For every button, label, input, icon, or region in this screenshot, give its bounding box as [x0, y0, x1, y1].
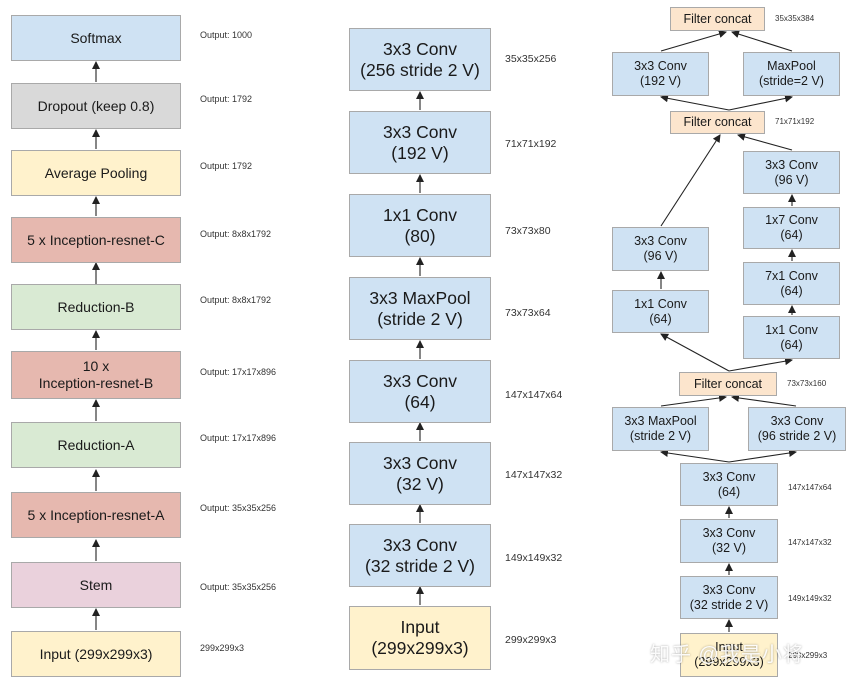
output-label: 73x73x64	[505, 307, 551, 319]
arrow	[660, 449, 730, 463]
reduction-a-block: Reduction-A	[11, 422, 181, 468]
left-branch-conv-96: 3x3 Conv (96 V)	[612, 227, 709, 271]
right-branch-conv-1x1: 1x1 Conv (64)	[743, 316, 840, 359]
arrow	[731, 394, 797, 407]
output-label: Output: 8x8x1792	[200, 295, 272, 305]
output-label: Output: 35x35x256	[200, 582, 277, 592]
left-branch-conv-64: 1x1 Conv (64)	[612, 290, 709, 333]
conv-block: 3x3 Conv (192 V)	[349, 111, 491, 174]
output-label: Output: 1792	[200, 94, 253, 104]
softmax-block: Softmax	[11, 15, 181, 61]
arrow	[660, 94, 730, 111]
stem-conv-32: 3x3 Conv (32 V)	[680, 519, 778, 563]
arrow	[737, 133, 793, 151]
conv-block: 3x3 Conv (32 stride 2 V)	[349, 524, 491, 587]
maxpool-block: 3x3 MaxPool (stride 2 V)	[349, 277, 491, 340]
arrow	[660, 134, 721, 227]
arrow	[728, 94, 793, 111]
output-label: 71x71x192	[775, 117, 815, 126]
output-label: Output: 8x8x1792	[200, 229, 272, 239]
conv-block: 3x3 Conv (64)	[349, 360, 491, 423]
watermark: 知乎 @我是小将	[650, 644, 804, 666]
stem-conv-32-stride: 3x3 Conv (32 stride 2 V)	[680, 576, 778, 619]
output-label: Output: 35x35x256	[200, 503, 277, 513]
maxpool-low-block: 3x3 MaxPool (stride 2 V)	[612, 407, 709, 451]
arrow	[660, 333, 730, 372]
conv-192-block: 3x3 Conv (192 V)	[612, 52, 709, 96]
stem-input: Input (299x299x3)	[680, 633, 778, 677]
conv-96-stride-block: 3x3 Conv (96 stride 2 V)	[748, 407, 846, 451]
maxpool-top-block: MaxPool (stride=2 V)	[743, 52, 840, 96]
input-block: Input (299x299x3)	[11, 631, 181, 677]
output-label: 149x149x32	[505, 552, 563, 564]
conv-block: 1x1 Conv (80)	[349, 194, 491, 257]
right-branch-conv-96: 3x3 Conv (96 V)	[743, 151, 840, 194]
arrow	[728, 357, 793, 372]
filter-concat-mid: Filter concat	[670, 111, 765, 134]
output-label: 147x147x32	[505, 469, 563, 481]
conv-block: 3x3 Conv (256 stride 2 V)	[349, 28, 491, 91]
filter-concat-top: Filter concat	[670, 7, 765, 31]
inception-resnet-c-block: 5 x Inception-resnet-C	[11, 217, 181, 263]
right-branch-conv-1x7: 1x7 Conv (64)	[743, 207, 840, 249]
output-label: 71x71x192	[505, 138, 557, 150]
average-pooling-block: Average Pooling	[11, 150, 181, 196]
output-label: 299x299x3	[505, 634, 557, 646]
arrow	[731, 30, 793, 52]
arrow	[660, 30, 727, 52]
output-label: 73x73x160	[787, 379, 827, 388]
inception-resnet-b-block: 10 x Inception-resnet-B	[11, 351, 181, 399]
arrow	[728, 449, 797, 463]
output-label: 147x147x32	[788, 538, 832, 547]
right-branch-conv-7x1: 7x1 Conv (64)	[743, 262, 840, 305]
output-label: 147x147x64	[505, 389, 563, 401]
output-label: 73x73x80	[505, 225, 551, 237]
dropout-block: Dropout (keep 0.8)	[11, 83, 181, 129]
output-label: 149x149x32	[788, 594, 832, 603]
output-label: Output: 1792	[200, 161, 253, 171]
arrow	[660, 393, 727, 407]
inception-resnet-a-block: 5 x Inception-resnet-A	[11, 492, 181, 538]
input-block: Input (299x299x3)	[349, 606, 491, 670]
reduction-b-block: Reduction-B	[11, 284, 181, 330]
output-label: Output: 17x17x896	[200, 367, 277, 377]
output-label: 299x299x3	[200, 643, 245, 653]
output-label: Output: 17x17x896	[200, 433, 277, 443]
output-label: 35x35x384	[775, 14, 815, 23]
stem-conv-64: 3x3 Conv (64)	[680, 463, 778, 506]
stem-block: Stem	[11, 562, 181, 608]
output-label: Output: 1000	[200, 30, 253, 40]
output-label: 147x147x64	[788, 483, 832, 492]
conv-block: 3x3 Conv (32 V)	[349, 442, 491, 505]
output-label: 35x35x256	[505, 53, 557, 65]
output-label: 299x299x3	[788, 651, 828, 660]
filter-concat-low: Filter concat	[679, 372, 777, 396]
